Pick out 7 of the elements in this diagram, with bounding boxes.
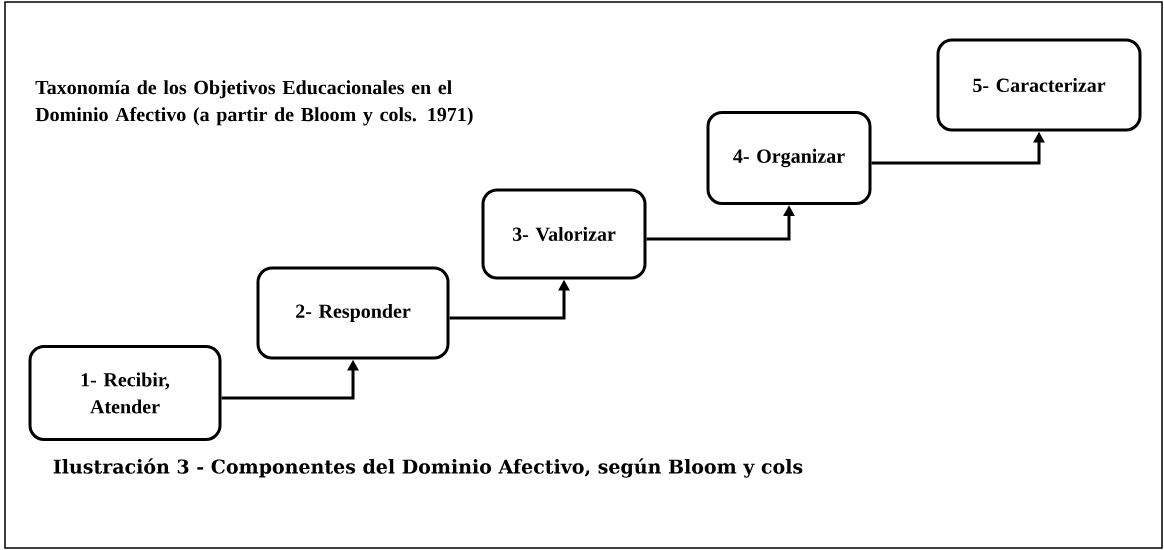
step-box: 5- Caracterizar (936, 38, 1142, 132)
step-box: 4- Organizar (706, 111, 872, 205)
step-box: 3- Valorizar (481, 188, 647, 280)
step-box: 1- Recibir, Atender (28, 345, 222, 441)
caption: Ilustración 3 - Componentes del Dominio Afectivo, según Bloom y cols (53, 458, 803, 478)
title: Taxonomía de los Objetivos Educacionales en el Dominio Afectivo (a partir de Bloom y cols. 1971) (35, 80, 473, 126)
step-box: 2- Responder (256, 266, 450, 360)
